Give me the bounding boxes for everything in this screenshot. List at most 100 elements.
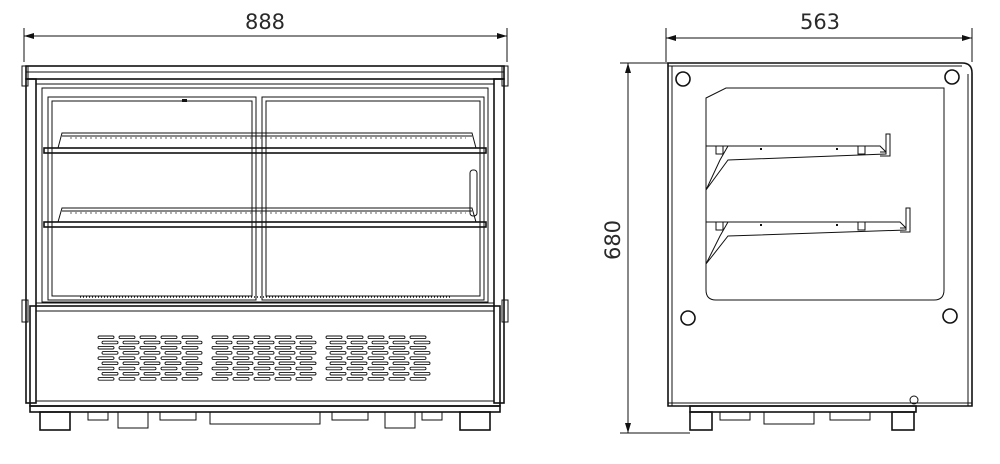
vent-slot	[101, 361, 119, 366]
vent-slot	[413, 371, 431, 376]
vent-slot	[211, 335, 229, 340]
vent-slot	[329, 371, 347, 376]
vent-slot	[413, 351, 431, 355]
vent-slot	[97, 377, 115, 381]
vent-slot	[122, 351, 140, 355]
vent-slot	[371, 371, 389, 376]
vent-slot	[185, 351, 203, 355]
vent-slot	[346, 366, 364, 371]
side-depth-dimension: 563	[665, 10, 973, 62]
vent-slot	[257, 361, 275, 366]
vent-slot	[253, 366, 271, 371]
front-view	[21, 65, 509, 431]
vent-slot	[325, 366, 343, 371]
vent-slot	[160, 335, 178, 340]
vent-slot	[346, 356, 364, 360]
vent-slot	[164, 371, 182, 376]
vent-slot	[329, 351, 347, 355]
vent-slot	[367, 377, 385, 381]
front-left-post	[25, 78, 37, 404]
side-screw-top-left	[675, 71, 691, 87]
vent-slot	[185, 361, 203, 366]
vent-slot	[143, 371, 161, 376]
vent-slot	[329, 361, 347, 366]
vent-slot	[367, 366, 385, 371]
vent-slot	[278, 371, 296, 376]
vent-slot	[325, 345, 343, 350]
vent-slot	[143, 361, 161, 366]
vent-slot	[101, 340, 119, 345]
vent-slot	[350, 371, 368, 376]
vent-slot	[253, 377, 271, 381]
vent-slot	[278, 340, 296, 345]
vent-slot	[392, 351, 410, 355]
front-foot-right	[459, 411, 491, 431]
front-foot-left	[39, 411, 71, 431]
vent-slot	[295, 335, 313, 340]
vent-slot	[211, 356, 229, 360]
vent-slot	[139, 356, 157, 360]
vent-slot	[122, 340, 140, 345]
vent-slot	[139, 366, 157, 371]
vent-slot	[118, 377, 136, 381]
vent-slot	[101, 351, 119, 355]
side-height-label: 680	[601, 220, 625, 260]
vent-slot	[274, 335, 292, 340]
vent-slot	[253, 345, 271, 350]
front-base-panel	[29, 305, 501, 407]
vent-slot	[299, 340, 317, 345]
vent-slot	[295, 345, 313, 350]
side-screw-bottom-right	[942, 308, 958, 324]
vent-slot	[295, 366, 313, 371]
vent-slot	[257, 351, 275, 355]
side-panel-outline	[667, 62, 973, 407]
vent-slot	[160, 356, 178, 360]
side-foot-right	[891, 411, 915, 431]
front-width-label: 888	[245, 10, 285, 34]
front-shelf-lower	[43, 207, 487, 228]
vent-slot	[388, 345, 406, 350]
vent-slot	[232, 366, 250, 371]
vent-slot	[211, 345, 229, 350]
vent-slot	[299, 351, 317, 355]
vent-slot	[97, 345, 115, 350]
front-right-post	[493, 78, 505, 404]
side-depth-label: 563	[800, 10, 840, 34]
front-vent-grille	[97, 335, 431, 381]
vent-slot	[295, 377, 313, 381]
vent-slot	[325, 356, 343, 360]
vent-slot	[274, 377, 292, 381]
side-screw-top-right	[944, 69, 960, 85]
vent-slot	[211, 377, 229, 381]
vent-slot	[367, 335, 385, 340]
vent-slot	[118, 345, 136, 350]
vent-slot	[181, 335, 199, 340]
vent-slot	[367, 345, 385, 350]
vent-slot	[118, 366, 136, 371]
vent-slot	[392, 361, 410, 366]
vent-slot	[236, 361, 254, 366]
vent-slot	[236, 340, 254, 345]
vent-slot	[118, 356, 136, 360]
vent-slot	[257, 371, 275, 376]
vent-slot	[409, 345, 427, 350]
side-screw-bottom-left	[680, 310, 696, 326]
vent-slot	[164, 340, 182, 345]
vent-slot	[409, 356, 427, 360]
vent-slot	[325, 377, 343, 381]
side-height-dimension: 680	[601, 62, 690, 434]
front-door-handle	[469, 169, 478, 217]
vent-slot	[371, 340, 389, 345]
vent-slot	[185, 371, 203, 376]
vent-slot	[274, 356, 292, 360]
vent-slot	[274, 366, 292, 371]
vent-slot	[346, 345, 364, 350]
vent-slot	[160, 377, 178, 381]
vent-slot	[325, 335, 343, 340]
vent-slot	[122, 361, 140, 366]
vent-slot	[253, 335, 271, 340]
vent-slot	[143, 351, 161, 355]
vent-slot	[278, 351, 296, 355]
vent-slot	[388, 366, 406, 371]
front-shelf-upper	[43, 132, 487, 154]
